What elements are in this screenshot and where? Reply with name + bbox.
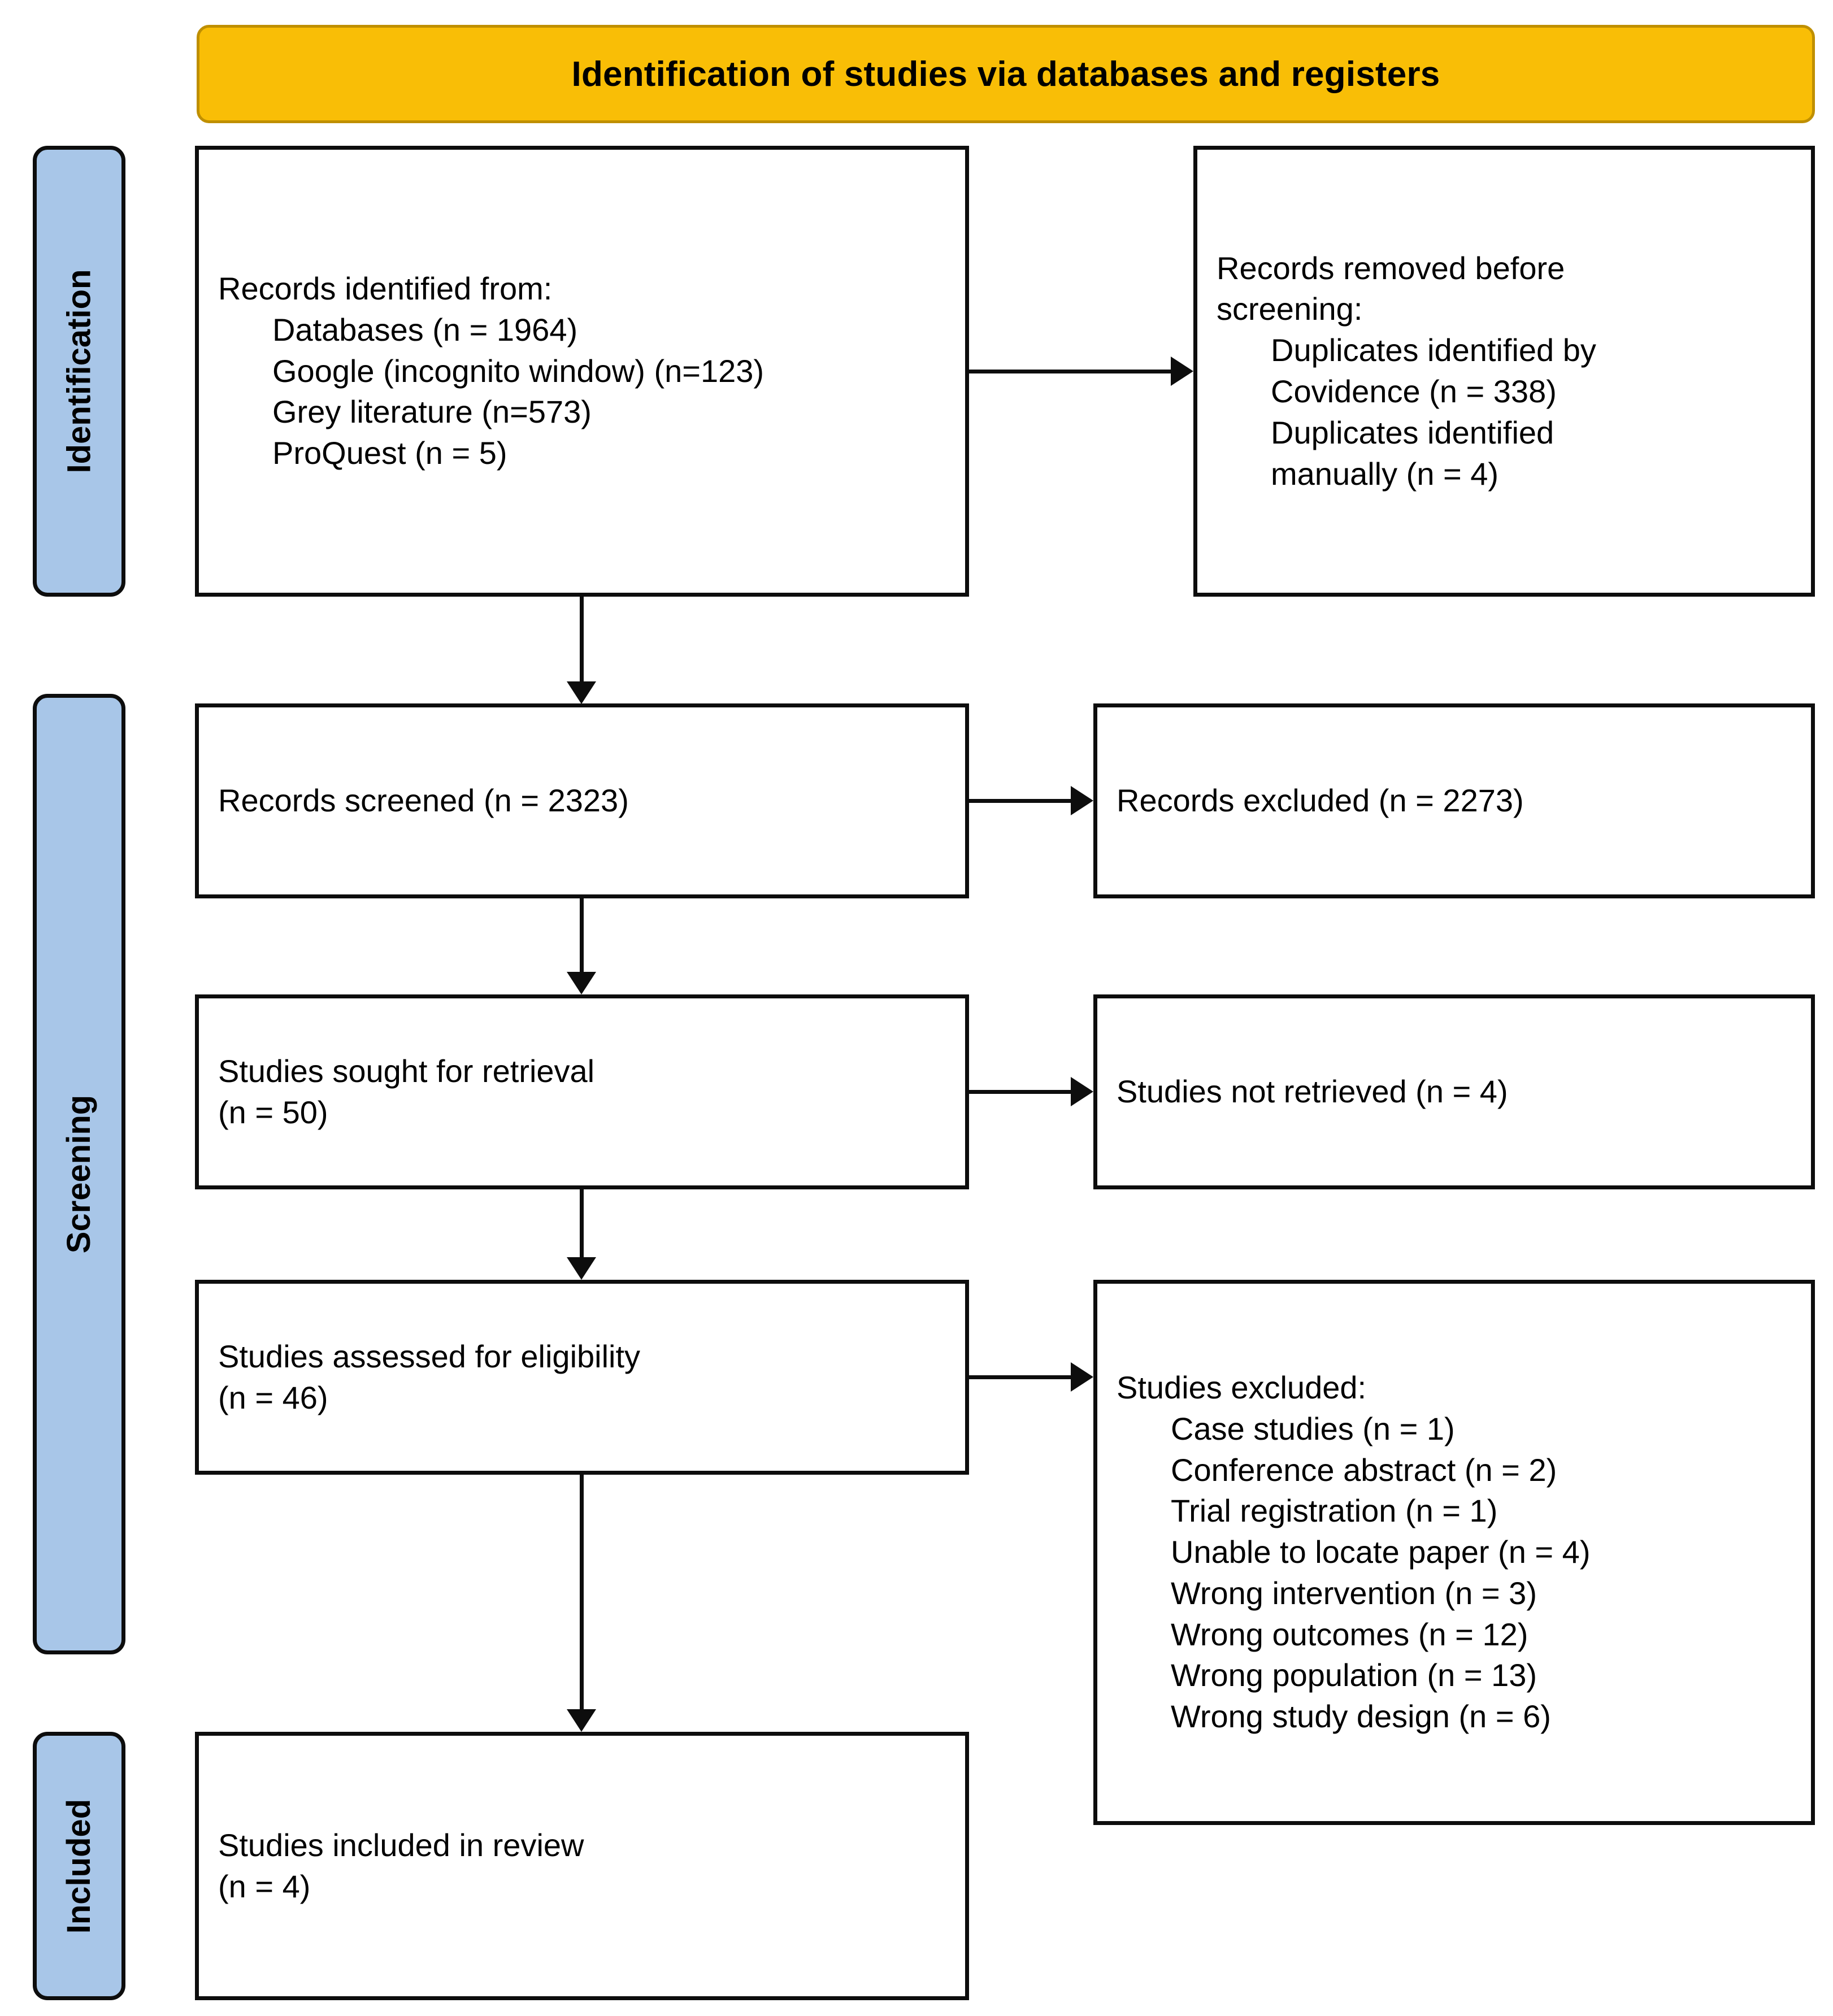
records-identified-item-google: Google (incognito window) (n=123): [272, 353, 765, 389]
records-removed-heading-line2: screening:: [1217, 291, 1363, 327]
arrowhead-screened-to-records-excluded: [1071, 786, 1093, 815]
studies-excluded-item-wrong-population: Wrong population (n = 13): [1171, 1657, 1537, 1693]
box-records-identified: Records identified from: Databases (n = …: [195, 146, 969, 597]
connector-assessed-to-included: [580, 1475, 584, 1709]
studies-excluded-item-trial-registration: Trial registration (n = 1): [1171, 1493, 1498, 1529]
stage-label-included: Included: [33, 1732, 125, 2000]
connector-assessed-to-studies-excluded: [969, 1375, 1071, 1379]
stage-label-identification: Identification: [33, 146, 125, 597]
studies-sought-line2: (n = 50): [218, 1094, 328, 1130]
records-excluded-text: Records excluded (n = 2273): [1117, 783, 1524, 819]
records-identified-heading: Records identified from:: [218, 271, 553, 306]
box-studies-excluded: Studies excluded: Case studies (n = 1) C…: [1093, 1280, 1815, 1825]
records-removed-item-manual-line2: manually (n = 4): [1271, 455, 1499, 492]
studies-excluded-item-case-studies: Case studies (n = 1): [1171, 1410, 1455, 1446]
box-studies-not-retrieved: Studies not retrieved (n = 4): [1093, 994, 1815, 1189]
studies-assessed-line1: Studies assessed for eligibility: [218, 1338, 641, 1374]
records-identified-item-databases: Databases (n = 1964): [272, 311, 578, 347]
stage-label-screening-text: Screening: [60, 1094, 97, 1254]
records-removed-heading-line1: Records removed before: [1217, 250, 1565, 286]
studies-excluded-item-wrong-study-design: Wrong study design (n = 6): [1171, 1698, 1551, 1735]
studies-included-line1: Studies included in review: [218, 1827, 584, 1863]
arrowhead-identified-to-removed: [1171, 357, 1193, 386]
box-records-excluded: Records excluded (n = 2273): [1093, 703, 1815, 898]
records-identified-item-proquest: ProQuest (n = 5): [272, 435, 507, 471]
arrowhead-assessed-to-included: [567, 1709, 596, 1732]
records-removed-item-covidence-line1: Duplicates identified by: [1271, 332, 1596, 368]
stage-label-identification-text: Identification: [60, 269, 98, 473]
box-studies-assessed-for-eligibility: Studies assessed for eligibility (n = 46…: [195, 1280, 969, 1475]
connector-screened-to-sought: [580, 898, 584, 972]
studies-excluded-item-wrong-outcomes: Wrong outcomes (n = 12): [1171, 1616, 1528, 1652]
arrowhead-screened-to-sought: [567, 972, 596, 994]
studies-not-retrieved-text: Studies not retrieved (n = 4): [1117, 1074, 1508, 1110]
studies-sought-line1: Studies sought for retrieval: [218, 1053, 595, 1089]
connector-identified-to-removed: [969, 370, 1171, 373]
records-identified-item-grey-literature: Grey literature (n=573): [272, 394, 592, 430]
connector-sought-to-not-retrieved: [969, 1090, 1071, 1094]
records-removed-item-covidence-line2: Covidence (n = 338): [1271, 373, 1557, 409]
studies-excluded-item-unable-to-locate-paper: Unable to locate paper (n = 4): [1171, 1534, 1591, 1570]
arrowhead-sought-to-assessed: [567, 1257, 596, 1280]
box-studies-included-in-review: Studies included in review (n = 4): [195, 1732, 969, 2000]
arrowhead-assessed-to-studies-excluded: [1071, 1362, 1093, 1392]
connector-sought-to-assessed: [580, 1189, 584, 1257]
connector-identified-to-screened: [580, 597, 584, 681]
diagram-header-banner: Identification of studies via databases …: [197, 25, 1815, 123]
diagram-title: Identification of studies via databases …: [571, 54, 1440, 94]
box-records-screened: Records screened (n = 2323): [195, 703, 969, 898]
studies-excluded-item-conference-abstract: Conference abstract (n = 2): [1171, 1452, 1557, 1488]
arrowhead-sought-to-not-retrieved: [1071, 1077, 1093, 1106]
records-screened-text: Records screened (n = 2323): [218, 783, 629, 819]
connector-screened-to-records-excluded: [969, 799, 1071, 803]
studies-excluded-heading: Studies excluded:: [1117, 1369, 1367, 1405]
box-studies-sought-for-retrieval: Studies sought for retrieval (n = 50): [195, 994, 969, 1189]
stage-label-included-text: Included: [60, 1798, 97, 1934]
studies-included-line2: (n = 4): [218, 1868, 311, 1904]
studies-assessed-line2: (n = 46): [218, 1379, 328, 1415]
arrowhead-identified-to-screened: [567, 681, 596, 704]
stage-label-screening: Screening: [33, 694, 125, 1654]
box-records-removed-before-screening: Records removed before screening: Duplic…: [1193, 146, 1815, 597]
records-removed-item-manual-line1: Duplicates identified: [1271, 414, 1554, 450]
studies-excluded-item-wrong-intervention: Wrong intervention (n = 3): [1171, 1575, 1537, 1611]
